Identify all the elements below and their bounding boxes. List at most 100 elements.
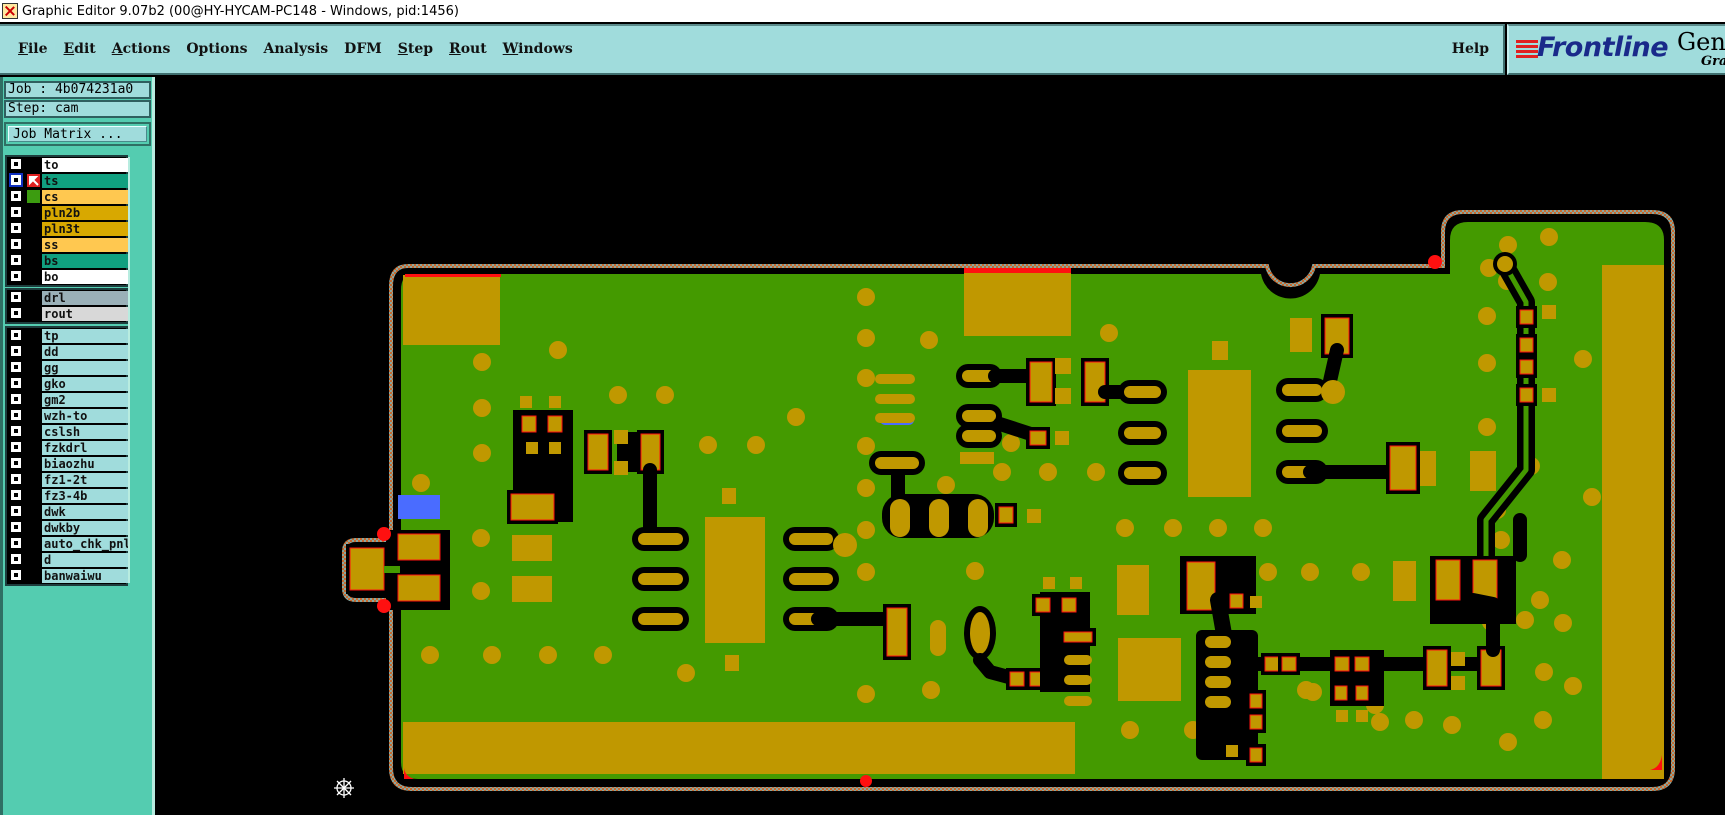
menu-options[interactable]: Options <box>186 41 248 57</box>
menu-file[interactable]: File <box>18 41 48 57</box>
via <box>677 664 695 682</box>
layer-checkbox[interactable] <box>11 207 21 217</box>
layer-checkbox[interactable] <box>11 506 21 516</box>
menu-dfm[interactable]: DFM <box>344 41 382 57</box>
layer-row-wzh-to[interactable]: wzh-to <box>7 408 129 424</box>
layer-row-bo[interactable]: bo <box>7 269 129 285</box>
smd-pad <box>1520 360 1533 374</box>
layer-row-fz3-4b[interactable]: fz3-4b <box>7 488 129 504</box>
pad-highlight <box>587 433 609 471</box>
layer-row-ss[interactable]: ss <box>7 237 129 253</box>
copper-area <box>964 270 1071 336</box>
smd-pad <box>1356 686 1368 700</box>
layer-row-ts[interactable]: ts <box>7 173 129 189</box>
layer-checkbox[interactable] <box>11 223 21 233</box>
layer-row-gm2[interactable]: gm2 <box>7 392 129 408</box>
oval-pad <box>789 533 833 545</box>
via <box>857 563 875 581</box>
layer-row-tp[interactable]: tp <box>7 328 129 344</box>
smd-pad <box>1390 446 1416 490</box>
layer-row-dwkby[interactable]: dwkby <box>7 520 129 536</box>
layer-row-gko[interactable]: gko <box>7 376 129 392</box>
via <box>1531 591 1549 609</box>
layer-row-gg[interactable]: gg <box>7 360 129 376</box>
layer-checkbox[interactable] <box>11 458 21 468</box>
job-matrix-button[interactable]: Job Matrix ... <box>4 122 151 146</box>
layer-row-fzkdrl[interactable]: fzkdrl <box>7 440 129 456</box>
via <box>1443 716 1461 734</box>
layer-row-bs[interactable]: bs <box>7 253 129 269</box>
highlight-corner <box>1650 755 1662 770</box>
smd-pad <box>1335 657 1349 671</box>
layer-marker <box>27 254 40 267</box>
layer-checkbox[interactable] <box>11 410 21 420</box>
layer-row-cs[interactable]: cs <box>7 189 129 205</box>
layer-checkbox[interactable] <box>11 346 21 356</box>
smd-pad <box>1520 338 1533 352</box>
smd-pad <box>1062 598 1076 612</box>
layer-name: gg <box>42 361 129 375</box>
layer-name: dwkby <box>42 521 129 535</box>
layer-list-scrollbar[interactable] <box>128 157 152 583</box>
layer-checkbox[interactable] <box>11 255 21 265</box>
smd-pad <box>614 461 628 475</box>
layer-row-drl[interactable]: drl <box>7 290 129 306</box>
layer-checkbox[interactable] <box>11 271 21 281</box>
layer-checkbox[interactable] <box>11 308 21 318</box>
menu-rout[interactable]: Rout <box>449 41 487 57</box>
layer-checkbox[interactable] <box>11 426 21 436</box>
menu-help[interactable]: Help <box>1451 41 1489 57</box>
layer-checkbox[interactable] <box>11 239 21 249</box>
layer-name: dwk <box>42 505 129 519</box>
layer-row-banwaiwu[interactable]: banwaiwu <box>7 568 129 584</box>
pad-highlight <box>1519 309 1534 325</box>
layer-checkbox[interactable] <box>11 522 21 532</box>
menu-step[interactable]: Step <box>397 41 434 57</box>
pad-highlight <box>510 493 555 521</box>
via <box>920 331 938 349</box>
layer-checkbox[interactable] <box>11 362 21 372</box>
layer-row-cslsh[interactable]: cslsh <box>7 424 129 440</box>
layer-row-rout[interactable]: rout <box>7 306 129 322</box>
affected-layer-marker <box>27 190 40 203</box>
via <box>1499 733 1517 751</box>
layer-checkbox[interactable] <box>9 173 23 187</box>
layer-checkbox[interactable] <box>11 191 21 201</box>
layer-checkbox[interactable] <box>11 394 21 404</box>
menu-analysis[interactable]: Analysis <box>263 41 329 57</box>
layer-checkbox[interactable] <box>11 570 21 580</box>
menu-actions[interactable]: Actions <box>111 41 171 57</box>
layer-checkbox[interactable] <box>11 474 21 484</box>
layer-checkbox[interactable] <box>11 330 21 340</box>
layer-row-fz1-2t[interactable]: fz1-2t <box>7 472 129 488</box>
layer-checkbox[interactable] <box>11 378 21 388</box>
layer-checkbox[interactable] <box>11 554 21 564</box>
menu-edit[interactable]: Edit <box>63 41 96 57</box>
layer-row-biaozhu[interactable]: biaozhu <box>7 456 129 472</box>
menu-windows[interactable]: Windows <box>502 41 573 57</box>
smd-pad <box>1265 657 1279 671</box>
pad-highlight <box>521 415 537 433</box>
layer-row-auto_chk_pnl[interactable]: auto_chk_pnl <box>7 536 129 552</box>
layer-checkbox[interactable] <box>11 292 21 302</box>
graphic-canvas[interactable] <box>155 77 1725 815</box>
layer-name: auto_chk_pnl <box>42 537 129 551</box>
copper-area <box>403 275 500 345</box>
layer-row-dd[interactable]: dd <box>7 344 129 360</box>
pad-highlight <box>397 533 441 561</box>
layer-checkbox[interactable] <box>11 538 21 548</box>
layer-checkbox[interactable] <box>11 442 21 452</box>
layer-row-pln2b[interactable]: pln2b <box>7 205 129 221</box>
layer-row-d[interactable]: d <box>7 552 129 568</box>
smd-pad <box>725 655 739 671</box>
via <box>1352 563 1370 581</box>
layer-checkbox[interactable] <box>11 490 21 500</box>
smd-pad <box>548 416 562 432</box>
layer-row-pln3t[interactable]: pln3t <box>7 221 129 237</box>
via <box>1164 519 1182 537</box>
layer-checkbox[interactable] <box>11 159 21 169</box>
layer-row-dwk[interactable]: dwk <box>7 504 129 520</box>
layer-row-to[interactable]: to <box>7 157 129 173</box>
oval-pad <box>930 620 946 656</box>
pad-highlight <box>1519 387 1534 403</box>
